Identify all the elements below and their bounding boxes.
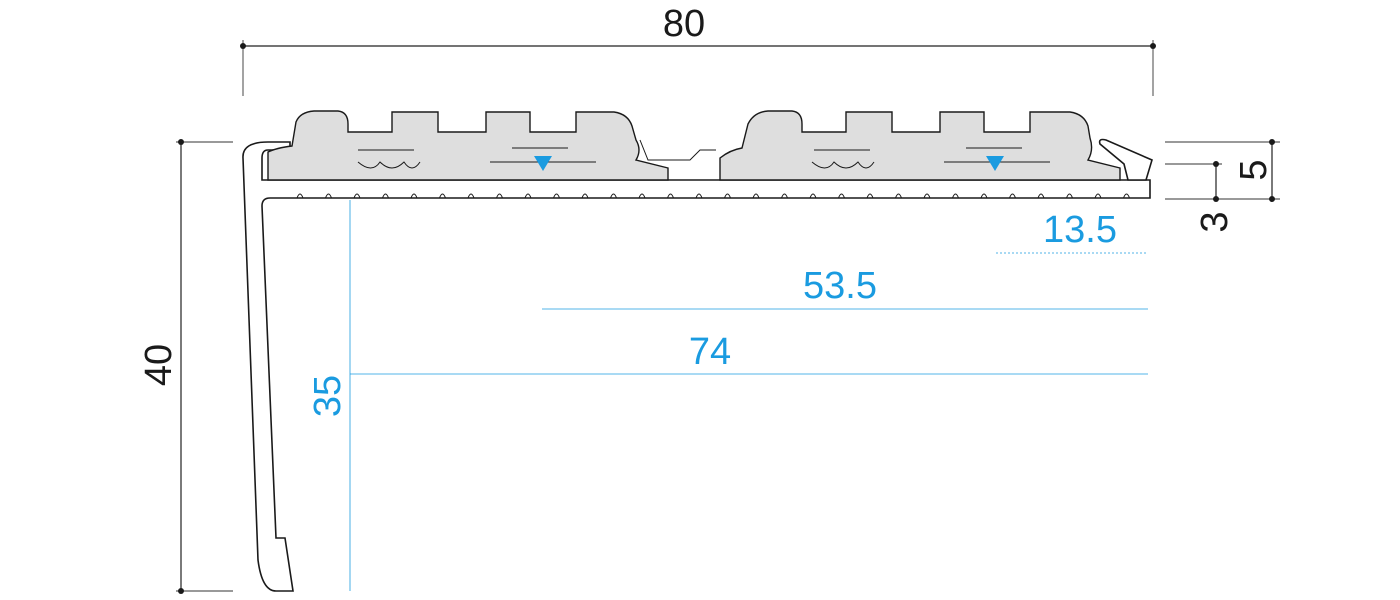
offset-medium-label: 53.5 — [803, 265, 877, 307]
serration-bump — [1094, 193, 1102, 199]
width-dimension: 80 — [240, 3, 1156, 96]
serration-bump — [952, 193, 959, 199]
serration-row — [296, 193, 1130, 199]
offset-small-label: 13.5 — [1043, 209, 1117, 251]
serration-bump — [524, 193, 532, 199]
serration-bump — [553, 193, 560, 199]
width-dimension-label: 80 — [663, 3, 705, 45]
serration-bump — [923, 193, 931, 199]
guide-dimensions: 13.5 53.5 74 35 — [307, 200, 1148, 591]
triangle-down-icon — [534, 156, 552, 171]
serration-bump — [382, 193, 389, 199]
serration-bump — [638, 193, 646, 199]
insert-height-label: 5 — [1233, 159, 1275, 180]
serration-bump — [895, 193, 902, 199]
serration-bump — [353, 193, 361, 199]
serration-bump — [581, 193, 589, 199]
insert-right — [719, 110, 1153, 181]
serration-bump — [866, 193, 874, 199]
triangle-down-icon — [986, 156, 1004, 171]
insert-left — [267, 110, 669, 181]
serration-bump — [1123, 193, 1130, 199]
serration-bump — [980, 193, 988, 199]
markers — [534, 156, 1004, 171]
vertical-guide-label: 35 — [307, 375, 349, 417]
height-dimension: 40 — [138, 139, 233, 594]
serration-bump — [667, 193, 674, 199]
serration-bump — [752, 193, 760, 199]
nose-thickness-label: 3 — [1194, 211, 1236, 232]
serration-bump — [610, 193, 617, 199]
serration-bump — [1066, 193, 1073, 199]
offset-large-label: 74 — [689, 331, 731, 373]
right-dimensions: 5 3 — [1165, 139, 1280, 233]
serration-bump — [467, 193, 475, 199]
serration-bump — [296, 193, 304, 199]
serration-bump — [781, 193, 788, 199]
serration-bump — [695, 193, 703, 199]
serration-bump — [496, 193, 503, 199]
serration-bump — [809, 193, 817, 199]
serration-bump — [325, 193, 332, 199]
serration-bump — [439, 193, 446, 199]
serration-bump — [724, 193, 731, 199]
height-dimension-label: 40 — [138, 344, 180, 386]
serration-bump — [838, 193, 845, 199]
serration-bump — [1037, 193, 1045, 199]
serration-bump — [410, 193, 418, 199]
serration-bump — [1009, 193, 1016, 199]
